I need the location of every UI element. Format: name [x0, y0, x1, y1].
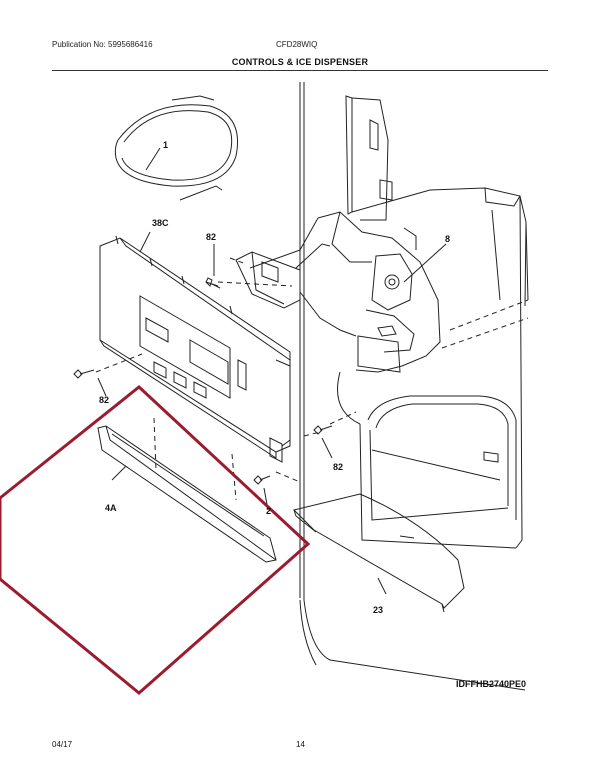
callout-4a: 4A — [105, 503, 117, 513]
page-number: 14 — [296, 740, 305, 749]
callout-2: 2 — [266, 506, 271, 516]
callout-38c: 38C — [152, 218, 169, 228]
publication-number: Publication No: 5995686416 — [52, 40, 153, 49]
cabinet-frame — [299, 82, 526, 691]
screw-82-right — [313, 425, 333, 435]
callout-8: 8 — [445, 234, 450, 244]
callout-82-left: 82 — [99, 395, 109, 405]
figure-id: IDFFHB2740PE0 — [455, 679, 526, 689]
wire-harness-1 — [114, 95, 238, 201]
callout-82-right: 82 — [333, 462, 343, 472]
callout-1: 1 — [163, 140, 168, 150]
callout-82-top: 82 — [206, 232, 216, 242]
screw-2 — [253, 475, 271, 485]
light-cover-4a — [97, 425, 277, 563]
screw-82-left — [73, 369, 95, 379]
callout-23: 23 — [373, 605, 383, 615]
footer-date: 04/17 — [52, 740, 73, 749]
dispenser-housing — [345, 95, 529, 549]
dispenser-cavity — [337, 371, 517, 549]
drip-tray-23 — [293, 493, 465, 613]
header-divider — [52, 70, 548, 71]
alignment-lines — [95, 257, 529, 501]
page-title: CONTROLS & ICE DISPENSER — [231, 57, 369, 67]
screw-82-top — [205, 277, 221, 289]
control-panel-38c — [99, 235, 291, 463]
dispenser-mechanism — [235, 211, 441, 373]
model-number: CFD28WIQ — [276, 40, 318, 49]
highlight-box — [0, 385, 311, 695]
